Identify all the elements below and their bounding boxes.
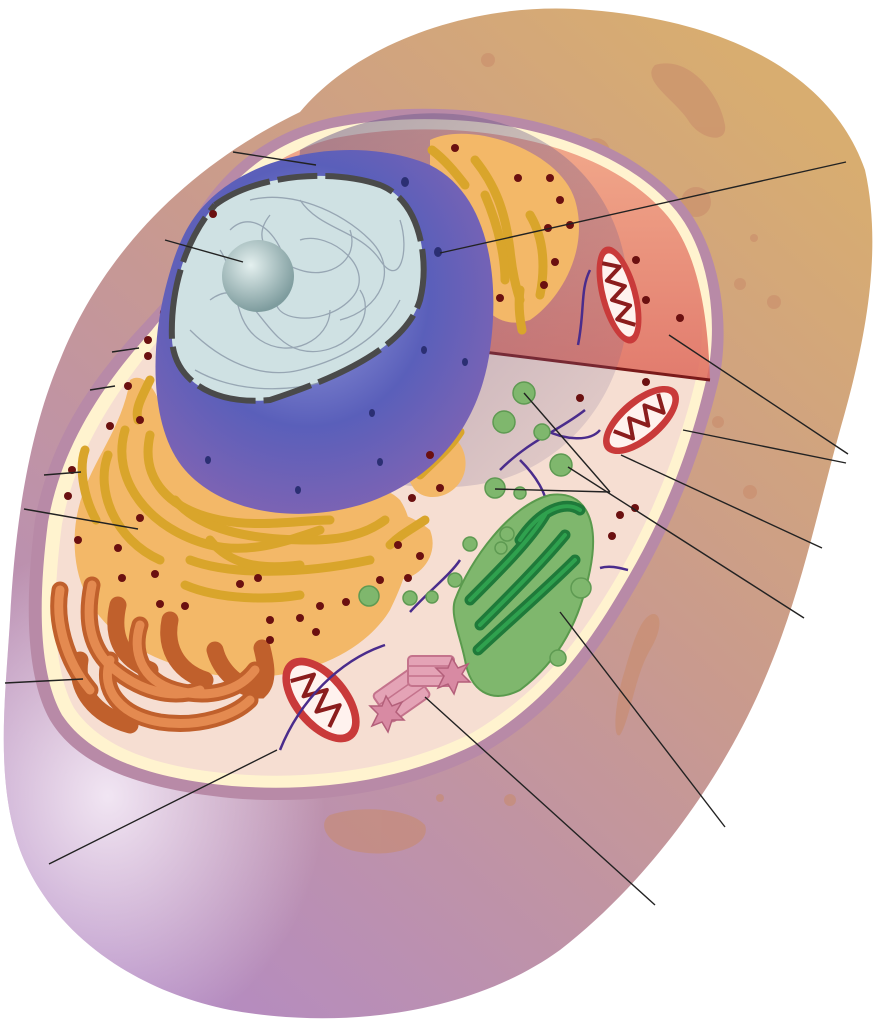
leader-line: [43, 471, 82, 476]
leader-line: [523, 392, 611, 493]
vesicles: [358, 381, 592, 667]
ribosomes: [64, 144, 684, 644]
er-tubules: [77, 145, 548, 603]
nucleus: [155, 150, 494, 514]
leader-line: [89, 385, 116, 391]
leader-line: [232, 151, 317, 166]
nuclear-pore-rim: [168, 172, 427, 404]
leader-line: [4, 678, 84, 684]
centrioles: [368, 655, 472, 734]
leader-lines: [4, 151, 849, 906]
leader-line: [559, 611, 726, 828]
leader-line: [23, 508, 139, 530]
nuclear-pores: [205, 177, 468, 494]
golgi-apparatus: [50, 576, 275, 734]
mitochondrion-3: [282, 657, 360, 743]
green-organelle: [452, 493, 595, 697]
nucleolus: [222, 240, 294, 312]
surface-spots: [324, 53, 781, 854]
leader-line: [494, 488, 611, 493]
leader-line: [111, 347, 140, 353]
leader-line: [164, 239, 244, 263]
leader-line: [48, 749, 278, 865]
leader-line: [424, 696, 656, 906]
mitochondrion-2: [603, 385, 679, 455]
leader-line: [620, 454, 823, 549]
leader-line: [439, 161, 847, 254]
mitochondrion-1: [596, 246, 642, 344]
leader-line: [668, 334, 849, 455]
leader-line: [682, 429, 847, 464]
